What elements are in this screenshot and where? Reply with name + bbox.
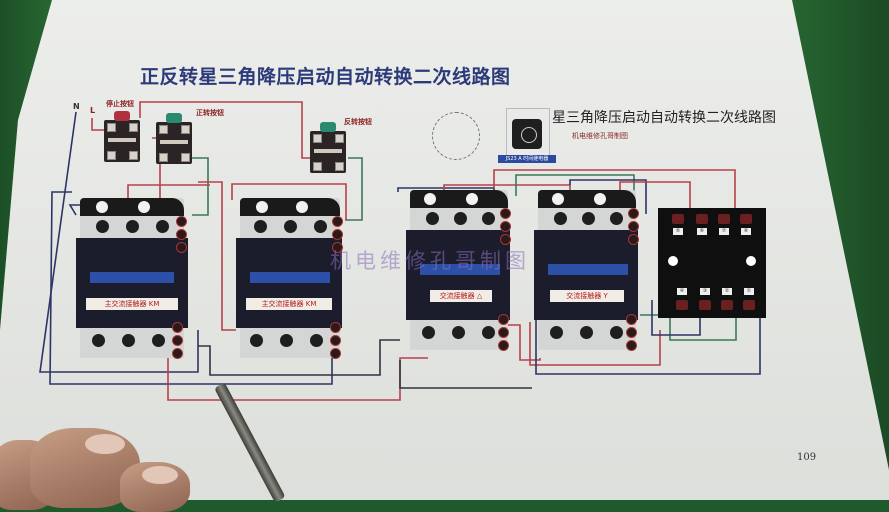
forward-push-button [156,113,192,164]
forward-button-label: 正转按钮 [196,109,224,117]
reverse-push-button [310,122,346,173]
main-contactor-km-forward: 主交流接触器 KM [76,198,188,359]
neutral-terminal-label: N [73,102,80,111]
contactor-nameplate: 交流接触器 △ [430,290,492,302]
line-terminal-label: L [90,106,96,115]
credit-text: 机电维修孔哥制图 [572,132,628,140]
star-contactor: 交流接触器 Y [534,190,639,351]
stop-button-label: 停止按钮 [106,100,134,108]
stop-push-button [104,111,140,162]
timer-relay-photo [506,108,550,158]
socket-diagram [432,112,480,160]
diagram-subtitle: 星三角降压启动自动转换二次线路图 [552,110,776,126]
hand-finger [120,462,190,512]
contactor-nameplate: 主交流接触器 KM [86,298,178,310]
contactor-nameplate: 主交流接触器 KM [246,298,332,310]
forward-button-cap-icon [166,113,182,123]
stop-button-cap-icon [114,111,130,121]
delta-contactor: 交流接触器 △ [406,190,511,351]
main-contactor-km-reverse: 主交流接触器 KM [236,198,343,359]
mounting-hole [668,256,678,266]
page-title: 正反转星三角降压启动自动转换二次线路图 [140,66,511,88]
reverse-button-cap-icon [320,122,336,132]
watermark-text: 机电维修孔哥制图 [330,249,530,273]
mounting-hole [746,256,756,266]
contactor-nameplate: 交流接触器 Y [550,290,624,302]
timer-caption: JS23 A 时间继电器 [498,155,556,163]
timer-relay-socket: ⑤ ⑥ ⑦ ⑧ ④ ③ ② ① [658,208,766,318]
page-number: 109 [797,452,817,463]
reverse-button-label: 反转按钮 [344,118,372,126]
